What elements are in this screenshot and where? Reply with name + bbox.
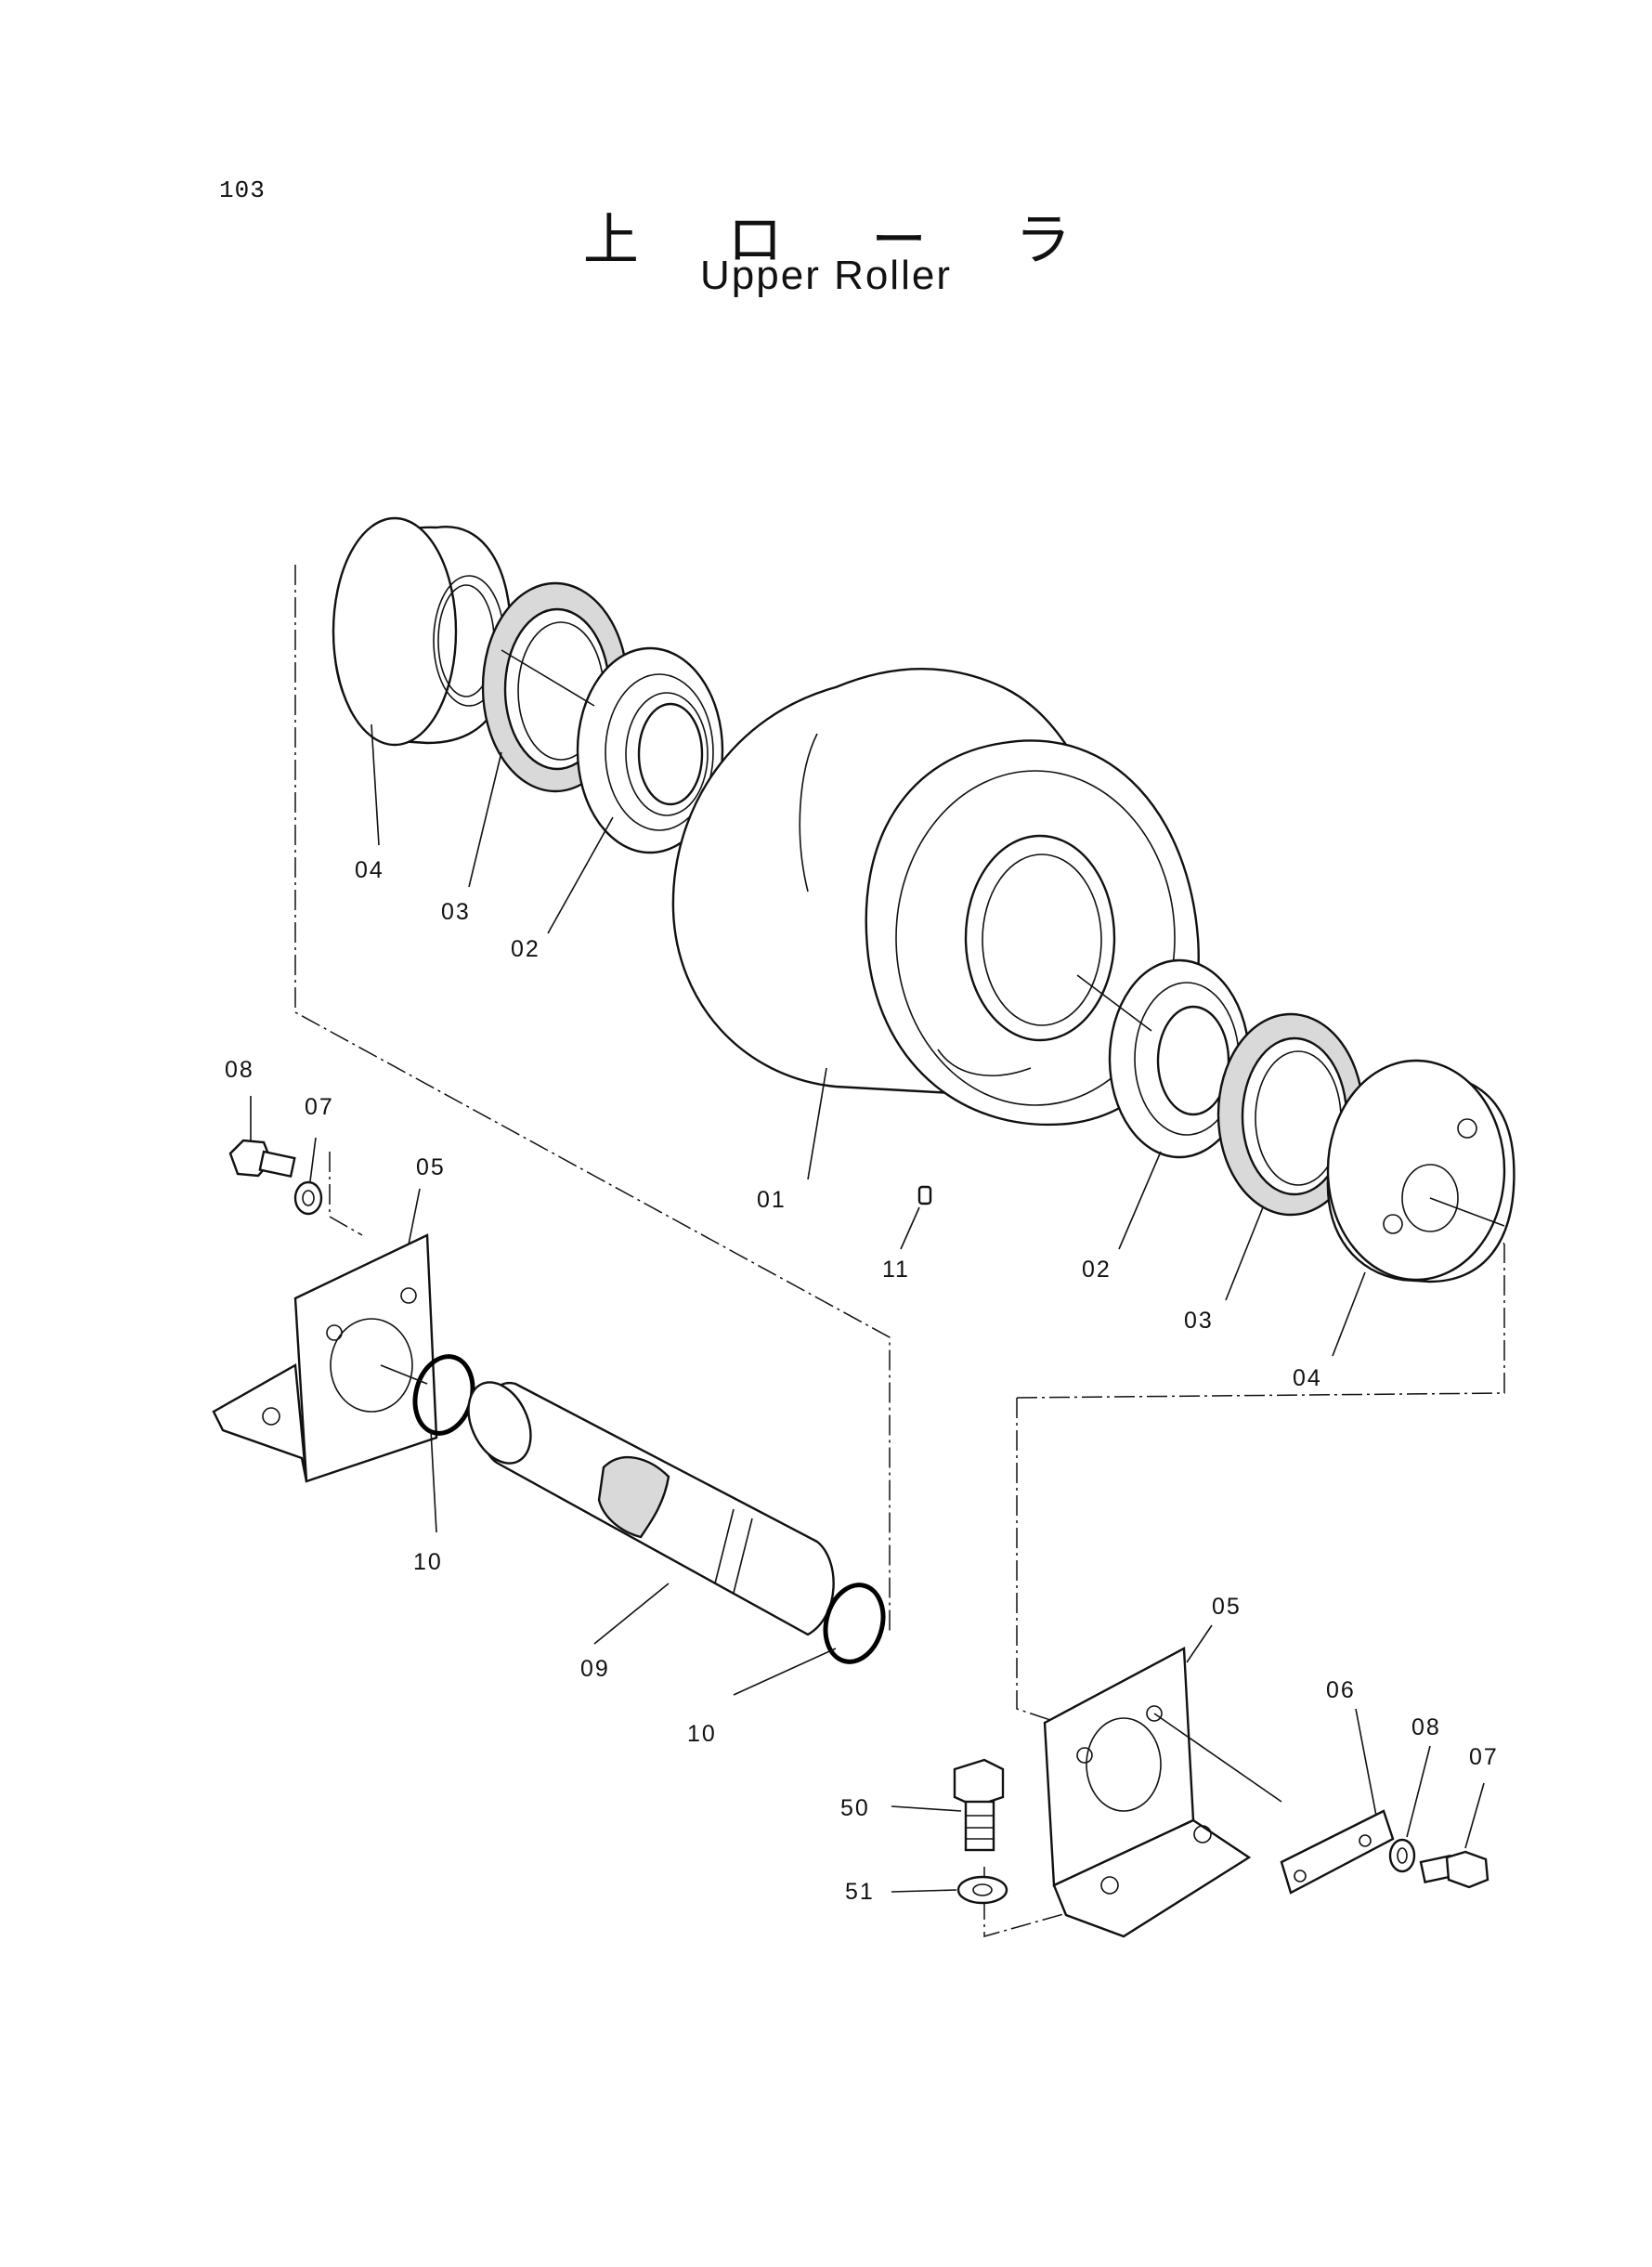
page-number: 103 bbox=[219, 176, 266, 204]
washer-part-07-left bbox=[293, 1180, 323, 1216]
o-ring-part-10-right bbox=[823, 1583, 886, 1664]
axis-lines bbox=[380, 649, 1505, 1803]
bolt-part-08-right bbox=[1419, 1850, 1489, 1889]
callout-08-left: 08 bbox=[225, 1057, 254, 1083]
washer-part-07-right bbox=[1388, 1838, 1416, 1873]
bracket-part-05-left bbox=[212, 1233, 438, 1483]
callout-05-right: 05 bbox=[1212, 1594, 1242, 1620]
callout-04-right: 04 bbox=[1293, 1365, 1322, 1391]
callout-02-left: 02 bbox=[511, 936, 540, 962]
callout-07-right: 08 bbox=[1411, 1714, 1441, 1740]
bearing-part-02-left bbox=[576, 646, 724, 854]
callout-06: 06 bbox=[1326, 1677, 1356, 1703]
callout-50: 50 bbox=[840, 1795, 870, 1821]
shaft-part-09 bbox=[467, 1381, 835, 1636]
callout-11: 11 bbox=[882, 1257, 910, 1283]
callout-04-left: 04 bbox=[355, 857, 384, 883]
callout-02-right: 02 bbox=[1082, 1257, 1112, 1283]
end-collar-part-04-left bbox=[332, 516, 513, 747]
callout-10-right: 10 bbox=[687, 1721, 717, 1747]
title-japanese: 上 ロ ー ラ bbox=[582, 208, 1107, 273]
plate-part-06 bbox=[1280, 1809, 1395, 1895]
callout-01: 01 bbox=[757, 1187, 787, 1213]
leader-lines bbox=[250, 723, 1485, 1893]
callout-09: 09 bbox=[580, 1656, 610, 1682]
callout-08-right: 07 bbox=[1469, 1744, 1499, 1770]
callout-10-left: 10 bbox=[413, 1549, 443, 1575]
callout-labels: 04 03 02 08 07 05 01 11 02 03 04 10 09 1… bbox=[225, 857, 1499, 1905]
plug-part-11 bbox=[917, 1185, 932, 1205]
title-english: Upper Roller bbox=[700, 253, 952, 298]
bearing-part-02-right bbox=[1108, 958, 1251, 1159]
bolt-part-08-left bbox=[228, 1139, 296, 1179]
callout-03-right: 03 bbox=[1184, 1308, 1214, 1334]
end-collar-part-04-right bbox=[1326, 1059, 1515, 1283]
callout-51: 51 bbox=[845, 1879, 875, 1905]
washer-part-51 bbox=[956, 1875, 1008, 1905]
callout-05-left: 05 bbox=[416, 1154, 446, 1180]
bolt-part-50 bbox=[953, 1758, 1005, 1852]
callout-03-left: 03 bbox=[441, 899, 471, 925]
bracket-part-05-right bbox=[1043, 1647, 1252, 1938]
callout-07-left: 07 bbox=[305, 1094, 334, 1120]
